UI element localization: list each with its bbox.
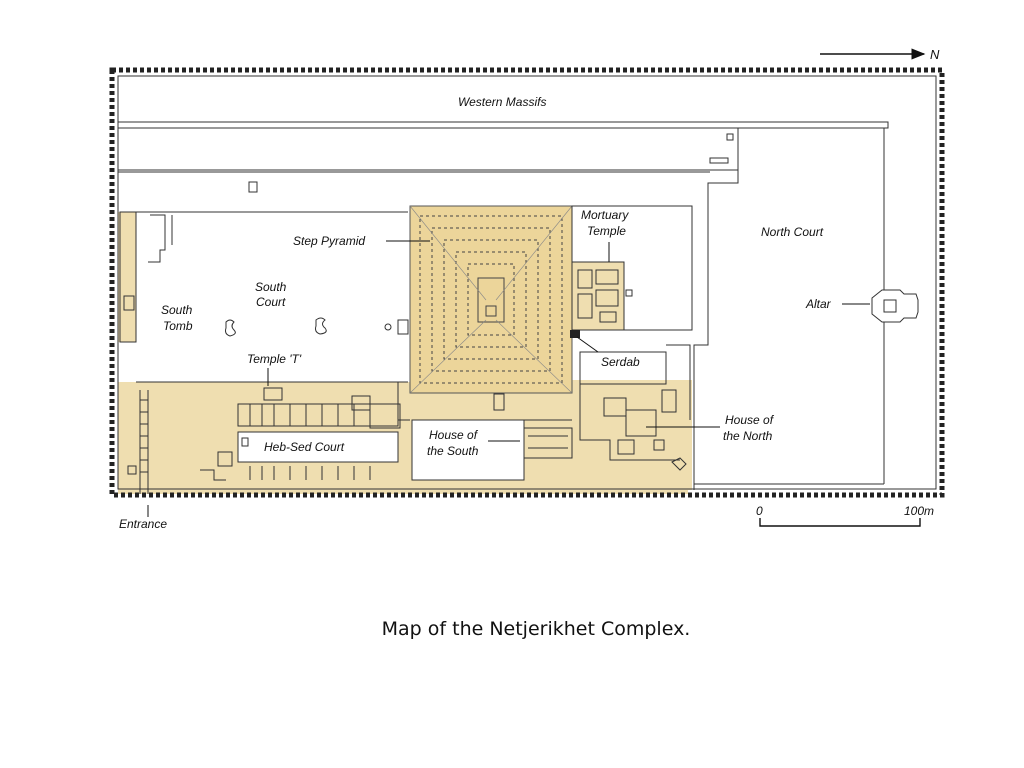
north-court	[693, 128, 919, 490]
mortuary-temple	[571, 205, 693, 331]
western-massifs-label: Western Massifs	[458, 95, 546, 109]
stone-areas	[118, 212, 692, 494]
heb-sed-court	[237, 382, 410, 480]
step-pyramid	[409, 205, 573, 394]
house-of-the-north	[579, 344, 691, 471]
map-labels: Western Massifs Step Pyramid Mortuary Te…	[119, 95, 832, 531]
south-tomb-label-2: Tomb	[163, 319, 193, 333]
south-tomb-label-1: South	[161, 303, 193, 317]
map-caption: Map of the Netjerikhet Complex.	[381, 618, 691, 640]
house-south-label-2: the South	[427, 444, 479, 458]
netjerikhet-complex-map: N Western Massifs Step Pyramid Mortuary …	[109, 47, 945, 531]
scale-start-label: 0	[756, 504, 763, 518]
entrance-corridor	[127, 390, 233, 494]
mortuary-temple-label-2: Temple	[587, 224, 626, 238]
enclosure-wall	[109, 67, 945, 498]
house-north-label-2: the North	[723, 429, 773, 443]
step-pyramid-label: Step Pyramid	[293, 234, 365, 248]
serdab-label: Serdab	[601, 355, 640, 369]
south-court	[119, 181, 409, 383]
heb-sed-court-label: Heb-Sed Court	[264, 440, 345, 454]
house-of-the-south	[411, 393, 573, 481]
house-south-label-1: House of	[429, 428, 479, 442]
scale-end-label: 100m	[904, 504, 934, 518]
western-massifs	[117, 121, 889, 173]
temple-t-label: Temple 'T'	[247, 352, 302, 366]
north-label: N	[930, 47, 940, 62]
mortuary-temple-label-1: Mortuary	[581, 208, 629, 222]
south-court-label-1: South	[255, 280, 287, 294]
house-north-label-1: House of	[725, 413, 775, 427]
leader-lines	[147, 240, 870, 517]
scale-bar	[759, 518, 921, 527]
entrance-label: Entrance	[119, 517, 167, 531]
serdab-structure	[570, 330, 580, 338]
altar-label: Altar	[805, 297, 832, 311]
south-court-label-2: Court	[256, 295, 286, 309]
north-court-label: North Court	[761, 225, 824, 239]
